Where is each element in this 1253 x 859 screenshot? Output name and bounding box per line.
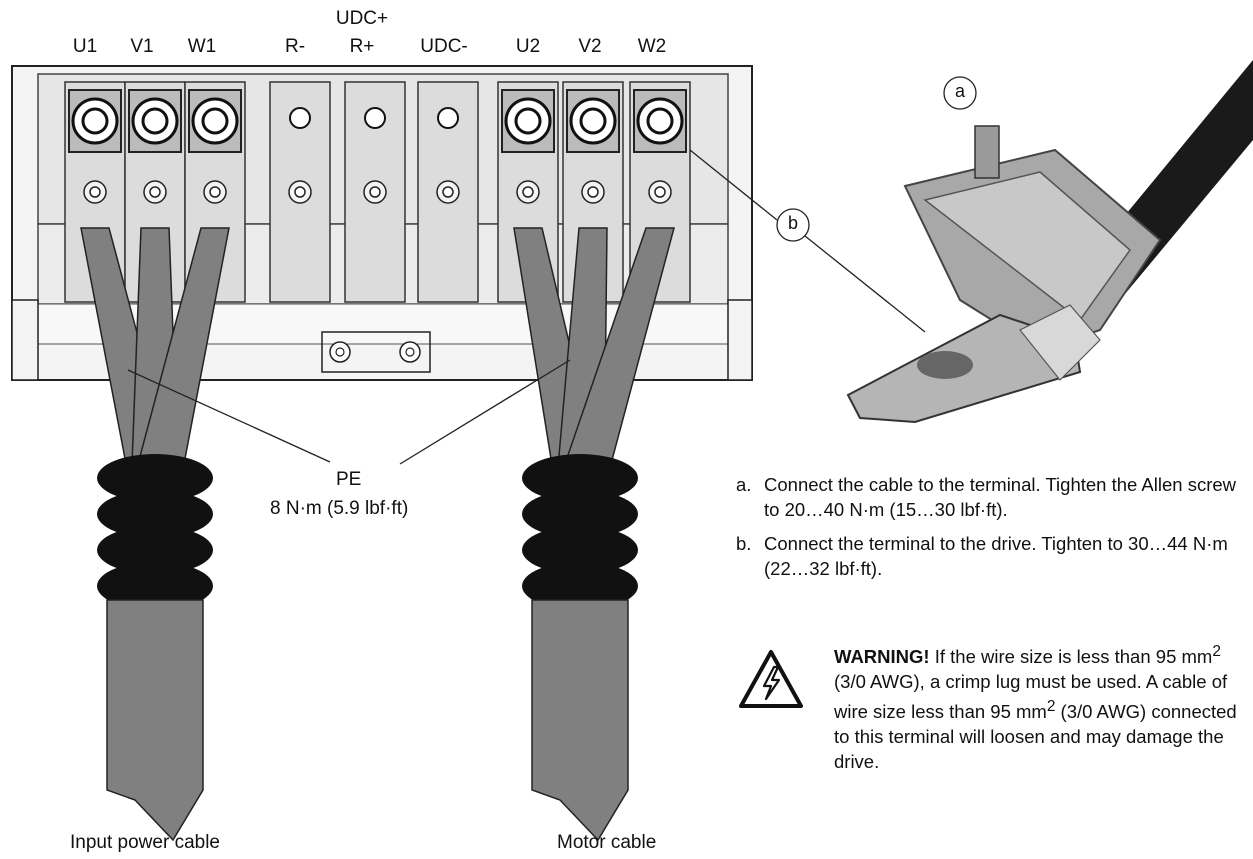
lug-bolt [201, 107, 229, 135]
cable-bundle [513, 227, 675, 842]
note-a: a. Connect the cable to the terminal. Ti… [736, 472, 1251, 522]
screw-inner [654, 186, 666, 198]
callout-b-letter: b [787, 213, 798, 233]
warning-part2: (3/0 AWG), a crimp lug must be used. A c… [834, 671, 1228, 723]
warning-part3: (3/0 AWG) connected to this terminal wil… [834, 701, 1237, 773]
warning-sup2: 2 [1046, 698, 1056, 716]
lug-bolt [579, 107, 607, 135]
cable-sleeve-ring [97, 526, 213, 574]
lug-bolt [141, 107, 169, 135]
cable-jacket [531, 599, 629, 842]
note-a-text: Connect the cable to the terminal. Tight… [764, 474, 1237, 520]
screw-inner [369, 186, 381, 198]
stud-hole [289, 107, 311, 129]
note-b: b. Connect the terminal to the drive. Ti… [736, 531, 1251, 581]
lug-bolt [81, 107, 109, 135]
stud-hole [437, 107, 459, 129]
screw-inner [89, 186, 101, 198]
cable-bundle [80, 227, 230, 842]
cable-sleeve-ring [522, 562, 638, 610]
screw-inner [587, 186, 599, 198]
cable-sleeve-ring [97, 562, 213, 610]
note-b-text: Connect the terminal to the drive. Tight… [764, 533, 1228, 579]
lug-bolt [514, 107, 542, 135]
terminal-label-u1: U1 [72, 36, 98, 57]
note-a-key: a. [736, 474, 752, 495]
screw-inner [149, 186, 161, 198]
terminal-label-u2: U2 [515, 36, 541, 57]
screw-inner [294, 186, 306, 198]
notes-list: a. Connect the cable to the terminal. Ti… [736, 472, 1251, 590]
callout-b [689, 149, 926, 333]
warning-part1: If the wire size is less than 95 mm [929, 646, 1213, 668]
cable-lug-illustration [846, 60, 1253, 424]
pe-leader-right [399, 359, 571, 465]
terminal-label-v2: V2 [578, 36, 602, 57]
input-power-cable-label: Input power cable [70, 832, 220, 853]
terminal-post [269, 81, 331, 303]
screw-inner [209, 186, 221, 198]
pe-bar [321, 331, 431, 373]
terminal-label-udc-: UDC- [420, 36, 468, 57]
cable-sleeve-ring [522, 526, 638, 574]
electrical-warning-icon [739, 650, 803, 708]
cable-sleeve-ring [522, 490, 638, 538]
terminal-post [344, 81, 406, 303]
terminal-post [124, 81, 186, 303]
terminal-label-v1: V1 [130, 36, 154, 57]
terminal-label-udc-plus: UDC+ [335, 8, 389, 29]
lug-bolt [646, 107, 674, 135]
note-b-key: b. [736, 533, 752, 554]
callout-a-letter: a [954, 81, 965, 101]
pe-torque-label: 8 N·m (5.9 lbf·ft) [270, 498, 409, 519]
callout-a [943, 76, 977, 110]
stud-hole [364, 107, 386, 129]
terminal-label-w2: W2 [637, 36, 667, 57]
cables [80, 227, 675, 842]
pe-label: PE [336, 469, 362, 490]
pe-screw-center [335, 347, 345, 357]
terminal-label-r+: R+ [349, 36, 375, 57]
terminal-label-r-: R- [284, 36, 306, 57]
pe-screw-center [405, 347, 415, 357]
motor-cable-label: Motor cable [557, 832, 657, 853]
terminal-post [417, 81, 479, 303]
cable-sleeve-ring [522, 454, 638, 502]
terminal-label-w1: W1 [187, 36, 217, 57]
cable-sleeve-ring [97, 490, 213, 538]
cable-jacket [106, 599, 204, 842]
warning-text: WARNING! If the wire size is less than 9… [834, 639, 1250, 774]
cable-sleeve-ring [97, 454, 213, 502]
pe-leader-left [127, 369, 331, 463]
screw-inner [522, 186, 534, 198]
screw-inner [442, 186, 454, 198]
warning-sup1: 2 [1212, 643, 1221, 660]
warning-heading: WARNING! [834, 646, 930, 668]
